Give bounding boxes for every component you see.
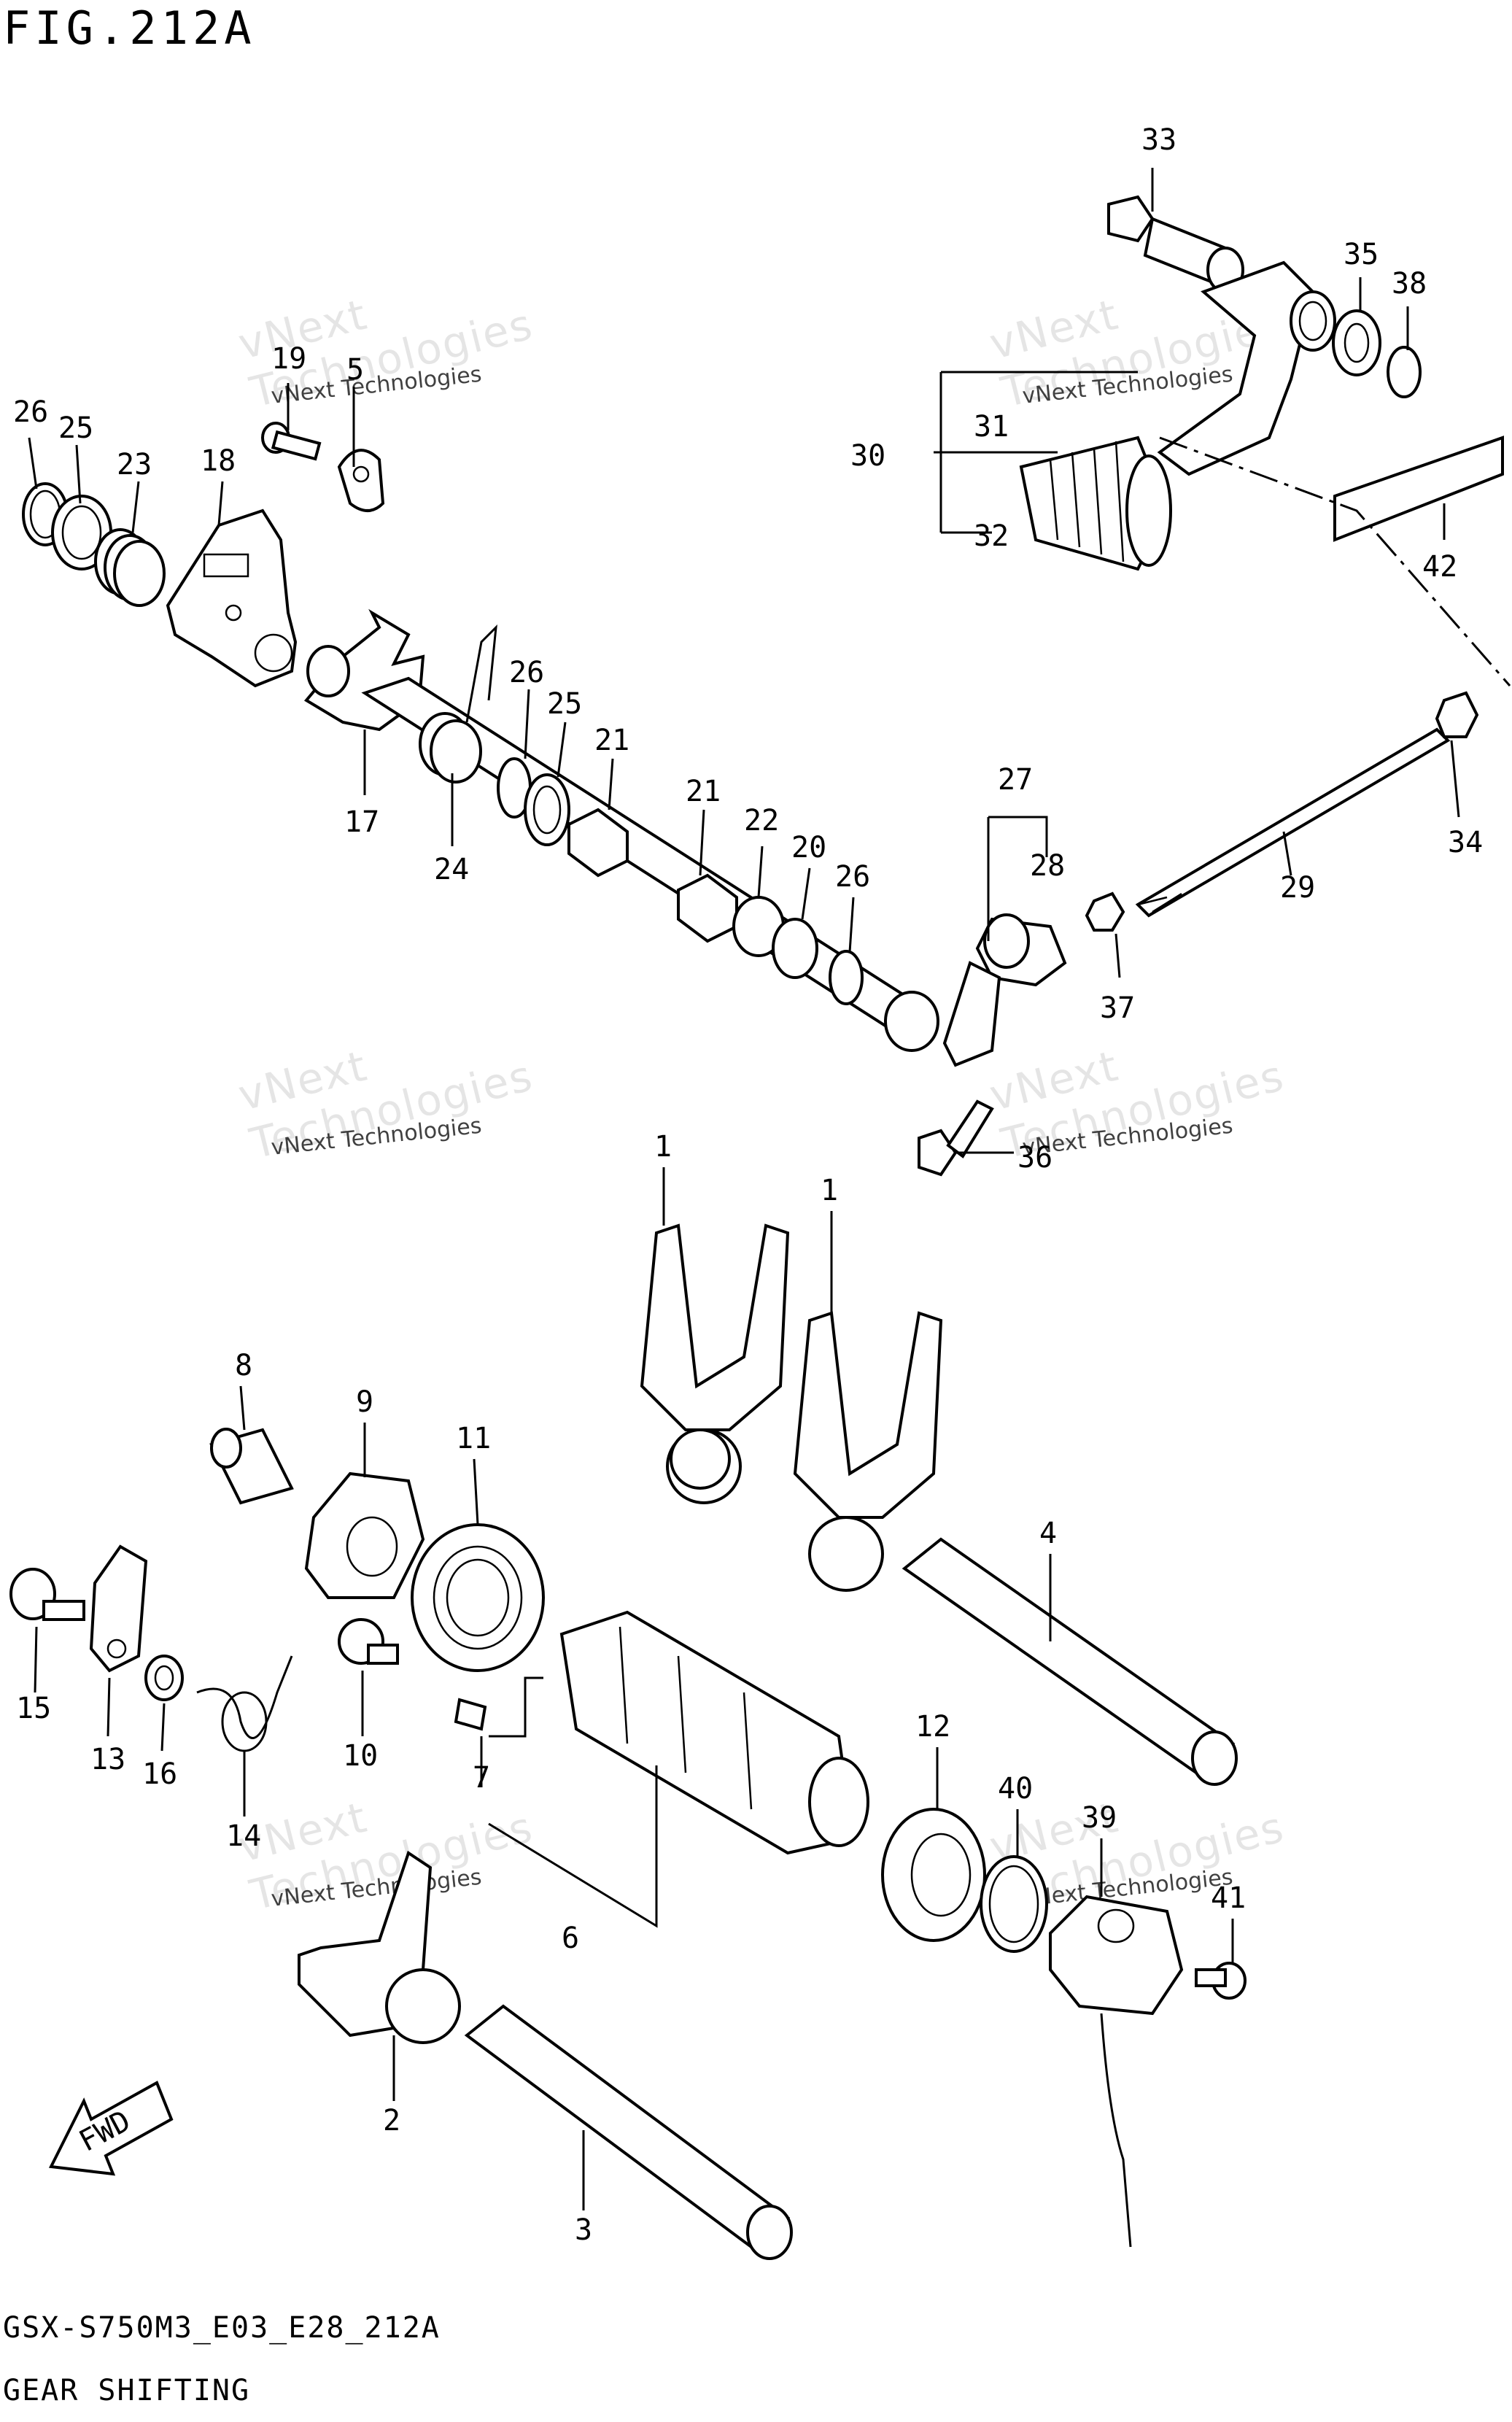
section-name: GEAR SHIFTING	[3, 2374, 251, 2407]
part-washer-35	[1332, 309, 1381, 376]
part-shift-arm-18	[166, 508, 298, 688]
part-fork-shaft-4	[902, 1537, 1238, 1786]
part-washer-20	[772, 918, 818, 979]
callout-33: 33	[1141, 123, 1176, 157]
part-pin-7	[454, 1698, 487, 1731]
leader-lines	[28, 168, 1460, 2210]
part-return-spring-24	[419, 624, 497, 784]
part-drum-cam-9	[304, 1471, 425, 1599]
part-bearing-11	[411, 1523, 545, 1672]
callout-37: 37	[1100, 991, 1135, 1025]
part-bolt-19	[261, 422, 322, 461]
callout-40: 40	[998, 1772, 1033, 1806]
callout-13: 13	[90, 1743, 125, 1776]
part-washer-25b	[524, 773, 570, 846]
part-shift-fork-2	[298, 1850, 461, 2044]
part-collar-21a	[567, 808, 629, 878]
part-stopper-13	[89, 1544, 148, 1673]
part-bolt-33	[1107, 195, 1244, 293]
callout-15: 15	[16, 1692, 51, 1725]
callout-16: 16	[142, 1757, 177, 1791]
callout-21: 21	[686, 775, 721, 808]
callout-30: 30	[850, 439, 885, 473]
callout-21: 21	[594, 724, 629, 757]
part-tie-rod-29	[1135, 727, 1451, 918]
callout-8: 8	[235, 1349, 252, 1382]
part-circlip-38	[1387, 346, 1422, 398]
callout-19: 19	[271, 342, 306, 376]
part-sensor-39	[1049, 1895, 1184, 2248]
callout-7: 7	[473, 1761, 490, 1795]
part-spring-23	[94, 528, 166, 607]
part-shift-drum-6	[559, 1610, 869, 1855]
figure-title: FIG.212A	[3, 1, 256, 55]
callout-27: 27	[998, 763, 1033, 797]
callout-31: 31	[974, 410, 1009, 444]
bracket-6	[488, 1676, 658, 1928]
callout-11: 11	[456, 1422, 491, 1455]
callout-6: 6	[562, 1922, 579, 1955]
callout-41: 41	[1211, 1881, 1246, 1915]
callout-26: 26	[13, 395, 48, 429]
callout-5: 5	[346, 353, 364, 387]
part-joint-27	[942, 913, 1067, 1067]
part-oring-40	[980, 1855, 1048, 1953]
part-washer-16	[144, 1655, 184, 1701]
callout-24: 24	[434, 853, 469, 886]
callout-18: 18	[201, 444, 236, 478]
callout-12: 12	[915, 1710, 950, 1744]
bracket-27	[987, 816, 1048, 941]
part-bolt-10	[338, 1618, 399, 1665]
part-fork-shaft-3	[464, 2004, 793, 2260]
part-stopper-5	[337, 449, 385, 512]
callout-10: 10	[343, 1739, 378, 1773]
callout-26: 26	[835, 860, 870, 894]
callout-32: 32	[974, 519, 1009, 553]
callout-2: 2	[383, 2104, 400, 2137]
part-nut-37	[1085, 891, 1125, 932]
callout-20: 20	[791, 831, 826, 864]
callout-34: 34	[1448, 826, 1483, 859]
callout-35: 35	[1344, 238, 1379, 271]
part-nut-34	[1435, 691, 1479, 738]
part-label-42	[1333, 436, 1504, 542]
part-spring-14	[196, 1655, 293, 1752]
callout-22: 22	[744, 804, 779, 837]
alignment-line	[1159, 436, 1511, 686]
part-shift-fork-1b	[793, 1311, 943, 1592]
callout-17: 17	[344, 805, 379, 839]
callout-1: 1	[821, 1174, 838, 1207]
fwd-arrow-icon: FWD	[48, 2081, 174, 2176]
callout-25: 25	[58, 411, 93, 445]
callout-3: 3	[575, 2213, 592, 2247]
callout-36: 36	[1017, 1141, 1052, 1175]
part-pin-8	[209, 1428, 294, 1505]
part-bolt-41	[1195, 1962, 1247, 2000]
callout-29: 29	[1280, 871, 1315, 905]
callout-28: 28	[1030, 849, 1065, 883]
part-footpeg-32	[1019, 436, 1172, 571]
callout-14: 14	[226, 1819, 261, 1853]
part-bolt-36	[918, 1099, 994, 1177]
callout-39: 39	[1082, 1801, 1117, 1835]
callout-9: 9	[356, 1385, 373, 1419]
callout-25: 25	[547, 687, 582, 721]
callout-1: 1	[654, 1130, 672, 1164]
model-code: GSX-S750M3_E03_E28_212A	[3, 2311, 441, 2345]
part-lever-31	[1157, 260, 1336, 476]
callout-4: 4	[1039, 1517, 1057, 1550]
callout-23: 23	[117, 448, 152, 481]
part-shift-fork-1a	[640, 1223, 790, 1504]
callout-26: 26	[509, 656, 544, 689]
part-bolt-15	[9, 1568, 85, 1621]
bracket-30	[934, 371, 1138, 534]
callout-38: 38	[1392, 267, 1427, 301]
part-circlip-26c	[829, 950, 864, 1005]
part-bearing-12	[881, 1808, 986, 1942]
callout-42: 42	[1422, 550, 1457, 584]
